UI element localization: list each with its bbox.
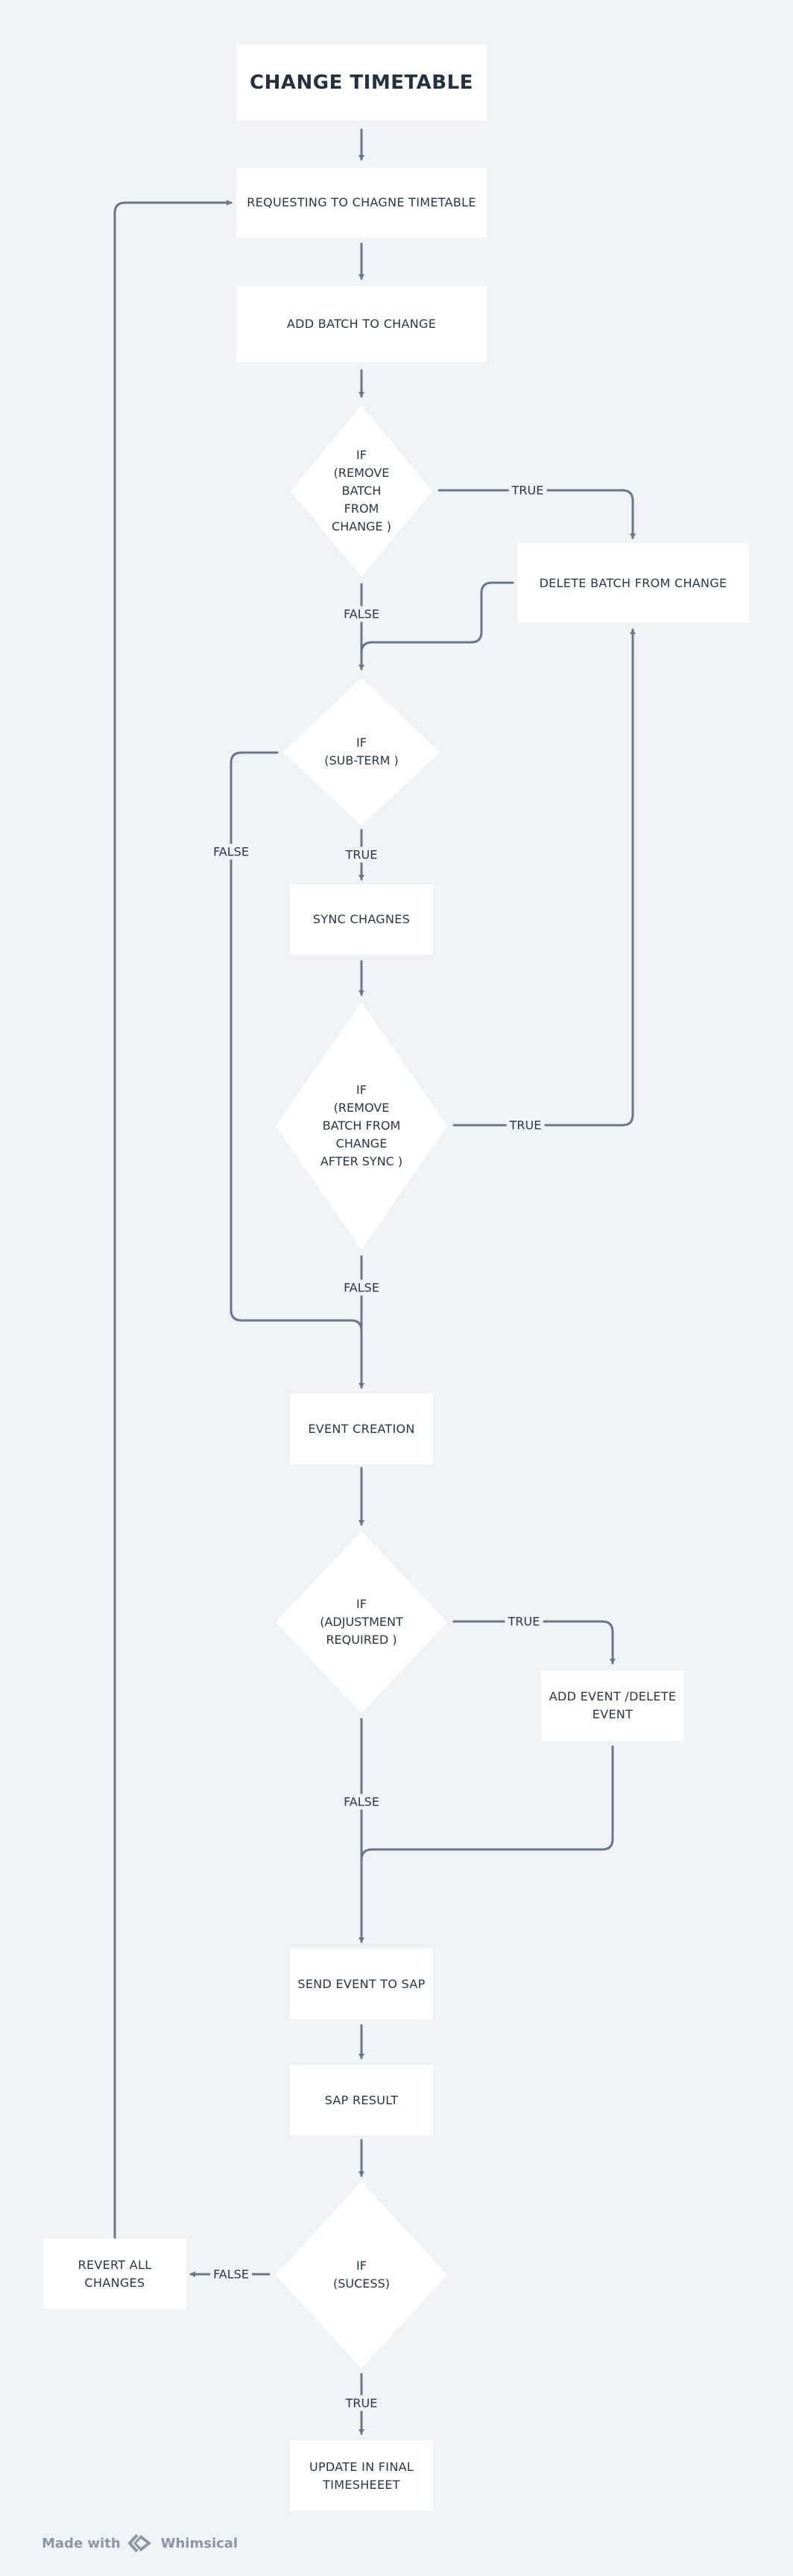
decision-adjustment-required[interactable]: IF (ADJUSTMENT REQUIRED ) — [276, 1531, 447, 1713]
label-true: TRUE — [506, 1117, 545, 1133]
label-false: FALSE — [210, 844, 252, 860]
node-change-timetable-text: CHANGE TIMETABLE — [250, 72, 473, 94]
decision-success-text: IF (SUCESS) — [333, 2259, 390, 2291]
decision-shape — [291, 405, 432, 577]
label-true: TRUE — [508, 482, 547, 499]
decision-remove-after-sync[interactable]: IF (REMOVE BATCH FROM CHANGE AFTER SYNC … — [276, 1002, 447, 1250]
made-with-text: Made with — [42, 2535, 121, 2551]
node-add-delete-event[interactable]: ADD EVENT /DELETE EVENT — [541, 1671, 684, 1741]
label-true: TRUE — [505, 1613, 543, 1630]
node-event-creation[interactable]: EVENT CREATION — [290, 1393, 433, 1464]
node-requesting-change-text: REQUESTING TO CHAGNE TIMETABLE — [247, 195, 476, 209]
node-send-event-to-sap-text: SEND EVENT TO SAP — [297, 1976, 426, 1991]
node-change-timetable[interactable]: CHANGE TIMETABLE — [236, 45, 487, 121]
node-requesting-change[interactable]: REQUESTING TO CHAGNE TIMETABLE — [236, 168, 487, 238]
decision-sub-term[interactable]: IF (SUB-TERM ) — [283, 678, 440, 826]
node-add-delete-event-text: ADD EVENT /DELETE EVENT — [549, 1689, 677, 1721]
label-false: FALSE — [210, 2266, 252, 2282]
decision-sub-term-text: IF (SUB-TERM ) — [324, 735, 399, 768]
decision-remove-batch-text: IF (REMOVE BATCH FROM CHANGE ) — [332, 448, 391, 534]
whimsical-logo-icon — [127, 2532, 155, 2554]
edge-revert-loop-back — [113, 200, 233, 2239]
node-revert-all-changes-text: REVERT ALL CHANGES — [78, 2257, 152, 2290]
node-send-event-to-sap[interactable]: SEND EVENT TO SAP — [290, 1949, 433, 2019]
node-update-final-timesheet[interactable]: UPDATE IN FINAL TIMESHEEET — [290, 2440, 433, 2511]
edge-delete-batch-merge — [360, 581, 514, 654]
node-sync-changes[interactable]: SYNC CHAGNES — [290, 884, 433, 955]
node-delete-batch-text: DELETE BATCH FROM CHANGE — [539, 575, 727, 590]
decision-remove-after-sync-text: IF (REMOVE BATCH FROM CHANGE AFTER SYNC … — [320, 1083, 403, 1168]
edge-if-remove-true — [437, 489, 636, 539]
label-true: TRUE — [342, 2395, 381, 2411]
node-add-batch[interactable]: ADD BATCH TO CHANGE — [236, 286, 487, 362]
decision-shape — [276, 1531, 447, 1713]
whimsical-brand-text: Whimsical — [160, 2535, 238, 2551]
edge-add-event-merge — [360, 1745, 614, 1861]
label-false: FALSE — [341, 1794, 382, 1810]
decision-shape — [276, 1002, 447, 1250]
label-true: TRUE — [342, 846, 381, 863]
node-event-creation-text: EVENT CREATION — [308, 1421, 415, 1436]
node-sap-result[interactable]: SAP RESULT — [290, 2065, 433, 2136]
made-with-whimsical-badge[interactable]: Made with Whimsical — [42, 2532, 238, 2554]
decision-remove-batch[interactable]: IF (REMOVE BATCH FROM CHANGE ) — [291, 405, 432, 577]
edge-if-subterm-false — [230, 751, 363, 1332]
label-false: FALSE — [341, 606, 382, 622]
node-add-batch-text: ADD BATCH TO CHANGE — [286, 317, 437, 331]
edge-if-remove-after-true — [452, 628, 636, 1127]
decision-shape — [276, 2182, 447, 2368]
node-delete-batch[interactable]: DELETE BATCH FROM CHANGE — [517, 543, 749, 623]
node-sap-result-text: SAP RESULT — [324, 2092, 399, 2107]
node-revert-all-changes[interactable]: REVERT ALL CHANGES — [43, 2238, 186, 2309]
decision-adjustment-required-text: IF (ADJUSTMENT REQUIRED ) — [320, 1597, 403, 1647]
label-false: FALSE — [341, 1279, 382, 1296]
edge-if-adjust-true — [452, 1620, 616, 1665]
decision-shape — [283, 678, 440, 826]
node-update-final-timesheet-text: UPDATE IN FINAL TIMESHEEET — [309, 2459, 414, 2492]
decision-success[interactable]: IF (SUCESS) — [276, 2182, 447, 2368]
node-sync-changes-text: SYNC CHAGNES — [312, 912, 411, 926]
